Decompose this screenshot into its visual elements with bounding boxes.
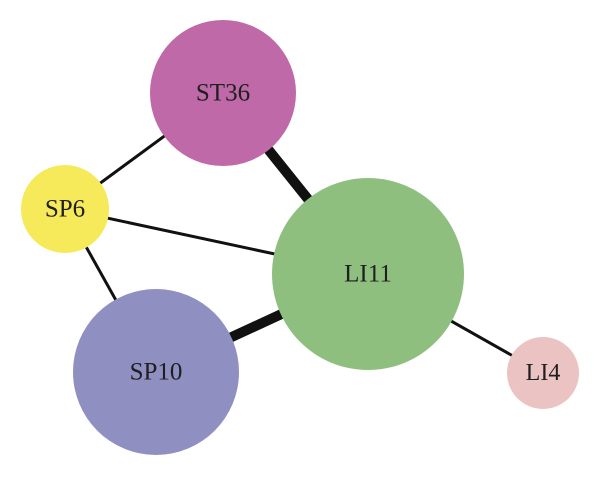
node-circle-li4: [507, 337, 579, 409]
node-circle-li11: [272, 178, 464, 370]
node-circle-sp6: [21, 165, 109, 253]
node-label-sp10: SP10: [130, 359, 183, 386]
node-label-li11: LI11: [344, 261, 392, 288]
node-label-sp6: SP6: [45, 196, 85, 223]
node-sp6: SP6: [21, 165, 109, 253]
node-label-li4: LI4: [526, 360, 561, 386]
node-circle-sp10: [73, 289, 239, 455]
node-li11: LI11: [272, 178, 464, 370]
node-circle-st36: [150, 20, 296, 166]
node-label-st36: ST36: [196, 80, 250, 107]
node-sp10: SP10: [73, 289, 239, 455]
node-st36: ST36: [150, 20, 296, 166]
node-li4: LI4: [507, 337, 579, 409]
